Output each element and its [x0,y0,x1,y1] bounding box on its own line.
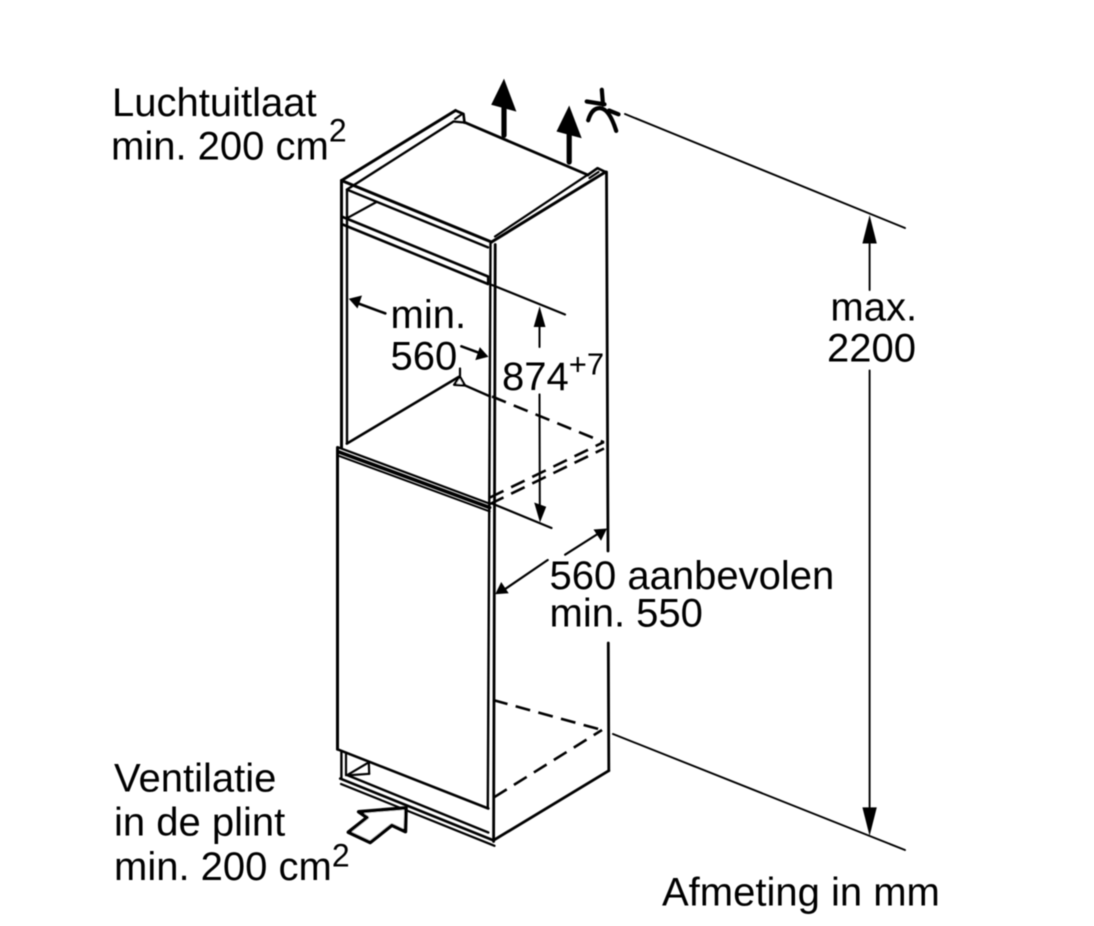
svg-text:min. 200 cm2: min. 200 cm2 [114,838,350,889]
svg-text:2200: 2200 [827,327,916,371]
svg-text:min.: min. [391,293,467,337]
svg-text:874+7: 874+7 [502,347,604,400]
svg-text:max.: max. [830,286,917,330]
svg-text:Ventilatie: Ventilatie [114,756,276,800]
svg-text:Luchtuitlaat: Luchtuitlaat [112,81,317,125]
svg-text:Afmeting in mm: Afmeting in mm [662,871,940,915]
svg-text:min. 550: min. 550 [550,592,703,636]
svg-text:560: 560 [391,335,458,379]
svg-text:in de plint: in de plint [114,801,285,845]
svg-text:560 aanbevolen: 560 aanbevolen [550,554,835,598]
